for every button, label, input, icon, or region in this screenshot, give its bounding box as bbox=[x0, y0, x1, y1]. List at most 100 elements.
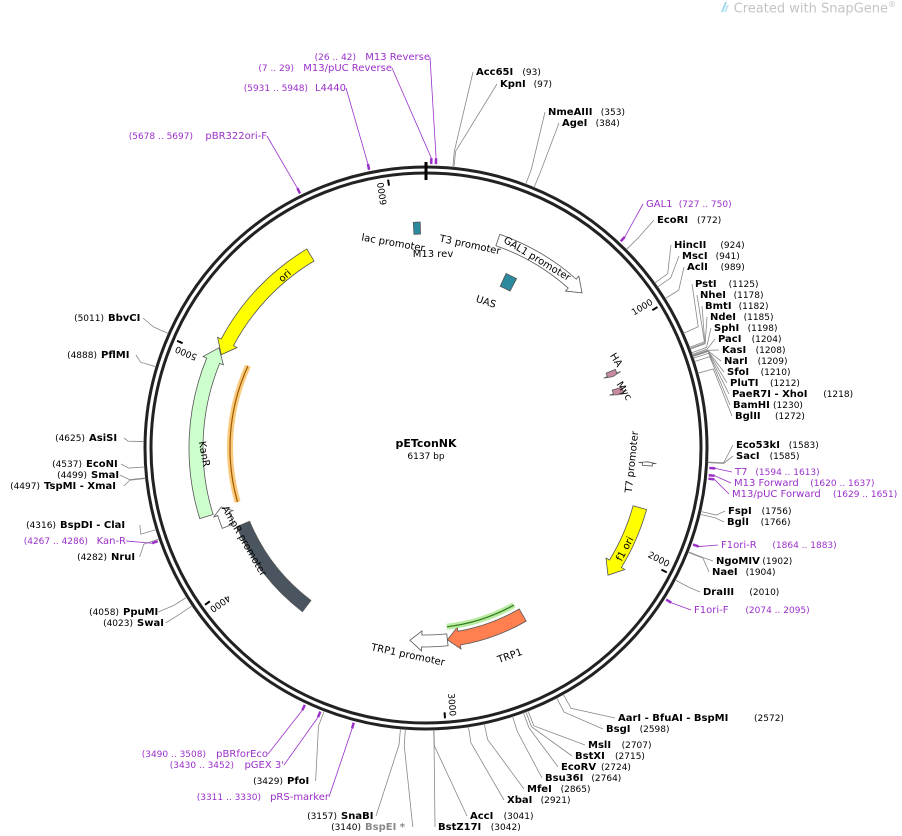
enzyme-site-agei[interactable]: AgeI(384) bbox=[562, 118, 620, 129]
enzyme-site-sfoi[interactable]: SfoI(1210) bbox=[727, 367, 791, 378]
enzyme-site-swai[interactable]: (4023)SwaI bbox=[103, 618, 164, 629]
enzyme-site-asisi[interactable]: (4625)AsiSI bbox=[55, 433, 117, 444]
enzyme-site-aari-bfuai-bspmi[interactable]: AarI - BfuAI - BspMI(2572) bbox=[618, 713, 784, 724]
primer-site-pbr322ori-f[interactable]: (5678 .. 5697)pBR322ori-F bbox=[129, 131, 268, 142]
enzyme-site-naei[interactable]: NaeI(1904) bbox=[712, 567, 776, 578]
enzyme-position: (1902) bbox=[762, 557, 792, 567]
feature-kanr[interactable] bbox=[188, 347, 224, 520]
enzyme-site-bsu36i[interactable]: Bsu36I(2764) bbox=[545, 773, 621, 784]
primer-site-pbrforeco[interactable]: (3490 .. 3508)pBRforEco bbox=[142, 749, 268, 760]
enzyme-position: (93) bbox=[522, 68, 540, 78]
feature-lac-promoter[interactable] bbox=[412, 221, 421, 235]
enzyme-name: XbaI bbox=[507, 795, 532, 806]
primer-site-f1ori-r[interactable]: F1ori-R(1864 .. 1883) bbox=[721, 540, 837, 551]
primer-site-f1ori-f[interactable]: F1ori-F(2074 .. 2095) bbox=[694, 605, 810, 616]
enzyme-site-ecori[interactable]: EcoRI(772) bbox=[657, 215, 721, 226]
enzyme-site-bstz17i[interactable]: BstZ17I(3042) bbox=[438, 822, 521, 833]
enzyme-site-bstxi[interactable]: BstXI(2715) bbox=[575, 751, 645, 762]
enzyme-site-kasi[interactable]: KasI(1208) bbox=[722, 345, 786, 356]
primer-site-t7[interactable]: T7(1594 .. 1613) bbox=[734, 467, 820, 478]
enzyme-site-xbai[interactable]: XbaI(2921) bbox=[507, 795, 571, 806]
enzyme-site-bgli[interactable]: BglI(1766) bbox=[727, 517, 791, 528]
enzyme-site-nrui[interactable]: (4282)NruI bbox=[77, 552, 135, 563]
enzyme-site-fspi[interactable]: FspI(1756) bbox=[728, 506, 792, 517]
enzyme-site-psti[interactable]: PstI(1125) bbox=[695, 279, 759, 290]
tick-label-1000: 1000 bbox=[630, 298, 655, 319]
enzyme-site-eco53ki[interactable]: Eco53kI(1583) bbox=[736, 440, 819, 451]
enzyme-site-msci[interactable]: MscI(941) bbox=[682, 251, 740, 262]
enzyme-site-acc65i[interactable]: Acc65I(93) bbox=[476, 67, 541, 78]
enzyme-site-bspei[interactable]: (3140)BspEI * bbox=[331, 822, 406, 833]
enzyme-site-ecorv[interactable]: EcoRV(2724) bbox=[561, 762, 631, 773]
enzyme-site-bmti[interactable]: BmtI(1182) bbox=[705, 301, 769, 312]
feature-t7-promoter[interactable] bbox=[638, 461, 657, 467]
primer-mark-prs-marker bbox=[350, 722, 355, 729]
enzyme-site-draiii[interactable]: DraIII(2010) bbox=[703, 587, 779, 598]
enzyme-position: (1272) bbox=[775, 412, 805, 422]
enzyme-site-nmeaiii[interactable]: NmeAIII(353) bbox=[548, 107, 625, 118]
enzyme-site-bspdi-clai[interactable]: (4316)BspDI - ClaI bbox=[26, 520, 125, 531]
feature-gal1-promoter[interactable] bbox=[495, 233, 583, 294]
enzyme-site-bbvci[interactable]: (5011)BbvCI bbox=[74, 313, 140, 324]
enzyme-leader-bglii bbox=[697, 368, 733, 417]
feature-trp1[interactable] bbox=[446, 608, 527, 650]
feature-cen-ars[interactable] bbox=[236, 520, 312, 613]
enzyme-site-pluti[interactable]: PluTI(1212) bbox=[730, 378, 800, 389]
enzyme-site-saci[interactable]: SacI(1585) bbox=[736, 451, 800, 462]
enzyme-site-smai[interactable]: (4499)SmaI bbox=[57, 470, 119, 481]
enzyme-site-ndei[interactable]: NdeI(1185) bbox=[710, 312, 774, 323]
enzyme-position: (1182) bbox=[739, 302, 769, 312]
enzyme-leader-ngomiv bbox=[688, 551, 714, 562]
enzyme-site-bsgi[interactable]: BsgI(2598) bbox=[606, 724, 670, 735]
enzyme-site-tspmi-xmai[interactable]: (4497)TspMI - XmaI bbox=[10, 481, 116, 492]
enzyme-site-paer7i-xhoi[interactable]: PaeR7I - XhoI(1218) bbox=[732, 389, 853, 400]
enzyme-site-bamhi[interactable]: BamHI(1230) bbox=[733, 400, 803, 411]
enzyme-leader-swai bbox=[165, 605, 193, 624]
enzyme-name: BstXI bbox=[575, 751, 605, 762]
enzyme-leader-pflmi bbox=[135, 354, 157, 368]
enzyme-leader-aari-bfuai-bspmi bbox=[562, 694, 616, 719]
enzyme-site-msli[interactable]: MslI(2707) bbox=[588, 740, 652, 751]
primer-site-m13-puc-forward[interactable]: M13/pUC Forward(1629 .. 1651) bbox=[732, 489, 897, 500]
primer-name: GAL1 bbox=[646, 199, 673, 210]
enzyme-site-econi[interactable]: (4537)EcoNI bbox=[52, 459, 118, 470]
feature-ori[interactable] bbox=[217, 248, 315, 356]
primer-site-pgex-3[interactable]: (3430 .. 3452)pGEX 3' bbox=[170, 760, 284, 771]
enzyme-site-acli[interactable]: AclI(989) bbox=[687, 262, 745, 273]
feature-ha[interactable] bbox=[603, 368, 621, 379]
enzyme-site-kpni[interactable]: KpnI(97) bbox=[500, 79, 552, 90]
tick-label-4000: 4000 bbox=[207, 592, 232, 614]
tick-label-5000: 5000 bbox=[174, 343, 199, 361]
feature-uas[interactable] bbox=[499, 272, 518, 292]
enzyme-site-hincii[interactable]: HincII(924) bbox=[674, 240, 745, 251]
primer-site-prs-marker[interactable]: (3311 .. 3330)pRS-marker bbox=[197, 792, 330, 803]
primer-site-m13-forward[interactable]: M13 Forward(1620 .. 1637) bbox=[734, 478, 874, 489]
primer-site-l4440[interactable]: (5931 .. 5948)L4440 bbox=[244, 83, 346, 94]
feature-f1-ori[interactable] bbox=[605, 505, 648, 576]
primer-site-gal1[interactable]: GAL1(727 .. 750) bbox=[646, 199, 732, 210]
primer-site-m13-puc-reverse[interactable]: (7 .. 29)M13/pUC Reverse bbox=[258, 63, 392, 74]
enzyme-name: BsgI bbox=[606, 724, 630, 735]
primer-range: (1864 .. 1883) bbox=[772, 541, 836, 551]
enzyme-site-snabi[interactable]: (3157)SnaBI bbox=[307, 811, 373, 822]
feature-ampr-promoter[interactable] bbox=[212, 506, 235, 529]
feature-trp1-promoter[interactable] bbox=[409, 630, 449, 652]
feature-label-uas: UAS bbox=[474, 294, 497, 311]
tick-mark-5000 bbox=[176, 339, 184, 345]
enzyme-name: NheI bbox=[700, 290, 726, 301]
enzyme-site-nhei[interactable]: NheI(1178) bbox=[700, 290, 764, 301]
enzyme-name: SfoI bbox=[727, 367, 749, 378]
enzyme-site-mfei[interactable]: MfeI(2865) bbox=[527, 784, 591, 795]
enzyme-site-ppumi[interactable]: (4058)PpuMI bbox=[89, 607, 158, 618]
enzyme-site-pfoi[interactable]: (3429)PfoI bbox=[253, 776, 309, 787]
enzyme-site-ngomiv[interactable]: NgoMIV(1902) bbox=[716, 556, 792, 567]
enzyme-site-pflmi[interactable]: (4888)PflMI bbox=[67, 350, 129, 361]
primer-site-m13-reverse[interactable]: (26 .. 42)M13 Reverse bbox=[315, 52, 430, 63]
enzyme-site-bglii[interactable]: BglII(1272) bbox=[735, 411, 805, 422]
feature-myc[interactable] bbox=[609, 386, 628, 396]
enzyme-site-paci[interactable]: PacI(1204) bbox=[718, 334, 782, 345]
primer-site-kan-r[interactable]: (4267 .. 4286)Kan-R bbox=[24, 536, 126, 547]
enzyme-site-acci[interactable]: AccI(3041) bbox=[470, 811, 534, 822]
enzyme-site-nari[interactable]: NarI(1209) bbox=[724, 356, 788, 367]
enzyme-site-sphi[interactable]: SphI(1198) bbox=[714, 323, 778, 334]
